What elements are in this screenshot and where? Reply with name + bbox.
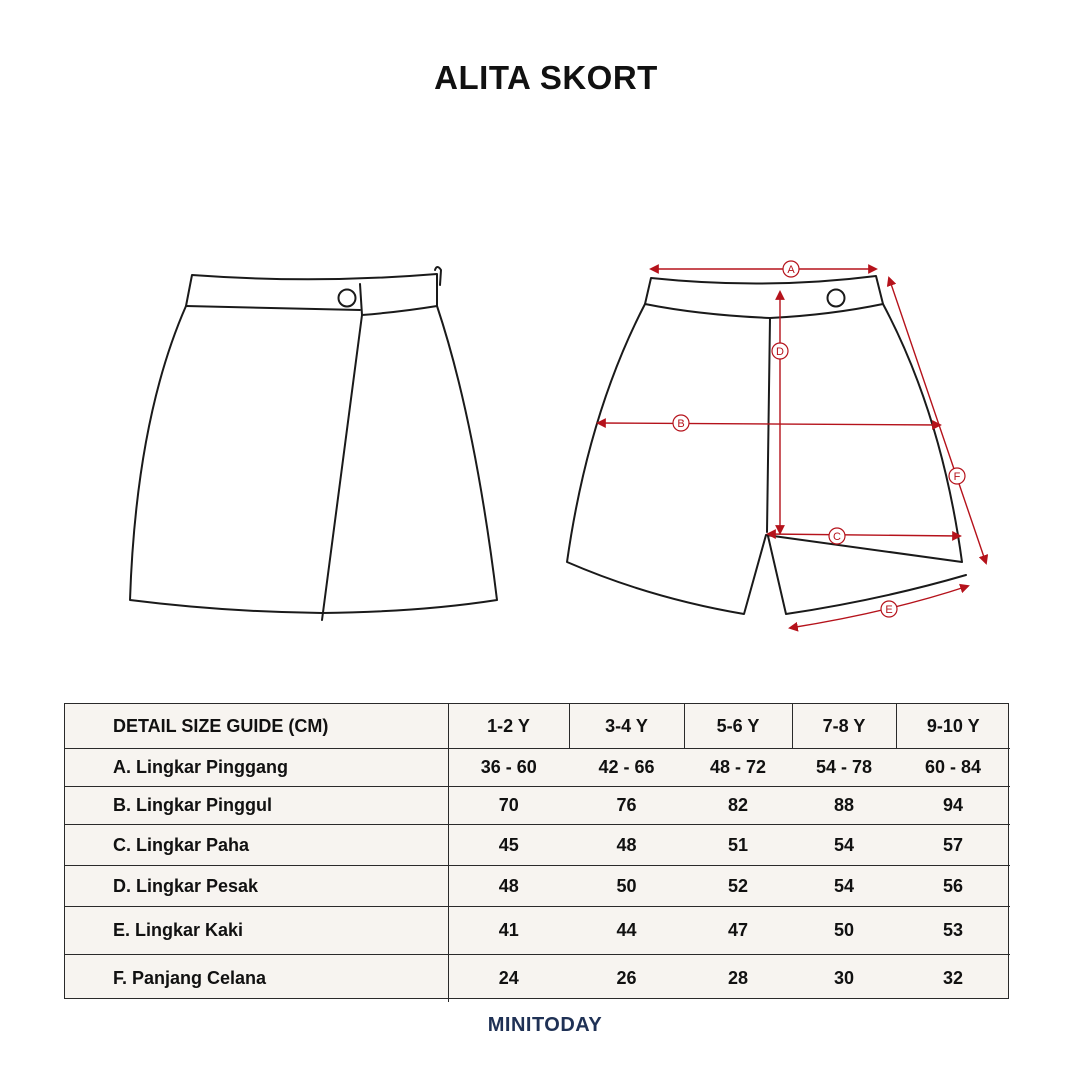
table-cell: 88 <box>792 786 896 825</box>
table-row: D. Lingkar Pesak 48 50 52 54 56 <box>65 865 1010 907</box>
marker-c: C <box>828 527 846 545</box>
measure-line-f <box>886 276 989 565</box>
table-cell: 44 <box>569 906 684 955</box>
skort-illustration: A B C D E F <box>129 260 989 632</box>
row-label: B. Lingkar Pinggul <box>65 786 449 825</box>
measure-line-c <box>766 529 962 541</box>
table-cell: 30 <box>833 968 855 988</box>
table-cell: 54 <box>792 824 896 866</box>
measure-skort-outline <box>566 275 963 615</box>
table-cell: 32 <box>942 968 964 988</box>
table-cell: 45 <box>448 824 569 866</box>
marker-d-label: D <box>776 346 784 358</box>
measurement-guides <box>596 264 989 632</box>
marker-a: A <box>782 260 800 278</box>
brand-name: MINITODAY <box>487 1014 603 1036</box>
measure-center-seam <box>766 317 771 533</box>
measure-back-leg <box>767 535 967 615</box>
table-row: E. Lingkar Kaki 41 44 47 50 53 <box>65 906 1010 955</box>
table-cell: 54 <box>792 865 896 907</box>
table-row: B. Lingkar Pinggul 70 76 82 88 94 <box>65 786 1010 825</box>
marker-b: B <box>672 414 690 432</box>
row-label: E. Lingkar Kaki <box>65 906 449 955</box>
row-label: C. Lingkar Paha <box>65 824 449 866</box>
row-label: A. Lingkar Pinggang <box>65 748 449 787</box>
front-wrap-panel <box>321 283 363 621</box>
table-cell: 26 <box>616 968 637 988</box>
table-cell: 50 <box>792 906 896 955</box>
table-cell: 56 <box>896 865 1010 907</box>
marker-e-label: E <box>885 604 892 616</box>
size-header-9-10y: 9-10 Y <box>896 704 1010 749</box>
table-cell: 36 - 60 <box>448 748 569 787</box>
size-header-7-8y: 7-8 Y <box>792 704 897 749</box>
table-cell: 48 <box>448 865 569 907</box>
table-header-row: DETAIL SIZE GUIDE (CM) 1-2 Y 3-4 Y 5-6 Y… <box>65 704 1010 749</box>
table-cell: 94 <box>896 786 1010 825</box>
size-header-5-6y: 5-6 Y <box>684 704 793 749</box>
button-icon <box>826 288 846 308</box>
size-header-1-2y: 1-2 Y <box>448 704 570 749</box>
measure-waistband-line <box>644 303 884 319</box>
size-guide-table: DETAIL SIZE GUIDE (CM) 1-2 Y 3-4 Y 5-6 Y… <box>65 704 1010 1002</box>
table-cell: 53 <box>896 906 1010 955</box>
table-row: C. Lingkar Paha 45 48 51 54 57 <box>65 824 1010 866</box>
table-cell: 70 <box>448 786 569 825</box>
row-label: F. Panjang Celana <box>65 954 449 1002</box>
table-cell: 42 - 66 <box>569 748 684 787</box>
table-cell: 48 <box>569 824 684 866</box>
table-cell: 76 <box>569 786 684 825</box>
table-row: A. Lingkar Pinggang 36 - 60 42 - 66 48 -… <box>65 748 1010 787</box>
table-cell: 60 - 84 <box>896 748 1010 787</box>
table-cell: 24 <box>498 968 519 988</box>
marker-e: E <box>880 600 898 618</box>
front-waistband-line <box>185 305 438 316</box>
table-row: F. Panjang Celana 24 26 28 30 32 <box>65 954 1010 1002</box>
size-guide-table-container: DETAIL SIZE GUIDE (CM) 1-2 Y 3-4 Y 5-6 Y… <box>64 703 1010 1002</box>
table-cell: 48 - 72 <box>684 748 792 787</box>
front-hanger-loop <box>434 266 442 286</box>
marker-d: D <box>771 342 789 360</box>
table-cell: 82 <box>684 786 792 825</box>
table-cell: 47 <box>684 906 792 955</box>
size-header-3-4y: 3-4 Y <box>569 704 685 749</box>
marker-a-label: A <box>787 264 795 276</box>
table-cell: 28 <box>727 968 749 988</box>
table-header-label: DETAIL SIZE GUIDE (CM) <box>65 704 449 749</box>
skort-front-sketch <box>129 266 498 621</box>
table-cell: 57 <box>896 824 1010 866</box>
table-cell: 52 <box>684 865 792 907</box>
measure-line-b <box>596 418 942 430</box>
page-title: ALITA SKORT <box>434 59 658 96</box>
measure-line-e <box>788 583 970 632</box>
measurement-markers: A B C D E F <box>672 260 966 618</box>
table-cell: 51 <box>684 824 792 866</box>
marker-f-label: F <box>954 471 961 483</box>
table-cell: 54 - 78 <box>792 748 896 787</box>
row-label: D. Lingkar Pesak <box>65 865 449 907</box>
button-icon <box>337 288 357 308</box>
marker-f: F <box>948 467 966 485</box>
table-cell: 41 <box>448 906 569 955</box>
marker-b-label: B <box>677 418 684 430</box>
marker-c-label: C <box>833 531 841 543</box>
front-skort-outline <box>129 273 498 614</box>
table-cell: 50 <box>569 865 684 907</box>
